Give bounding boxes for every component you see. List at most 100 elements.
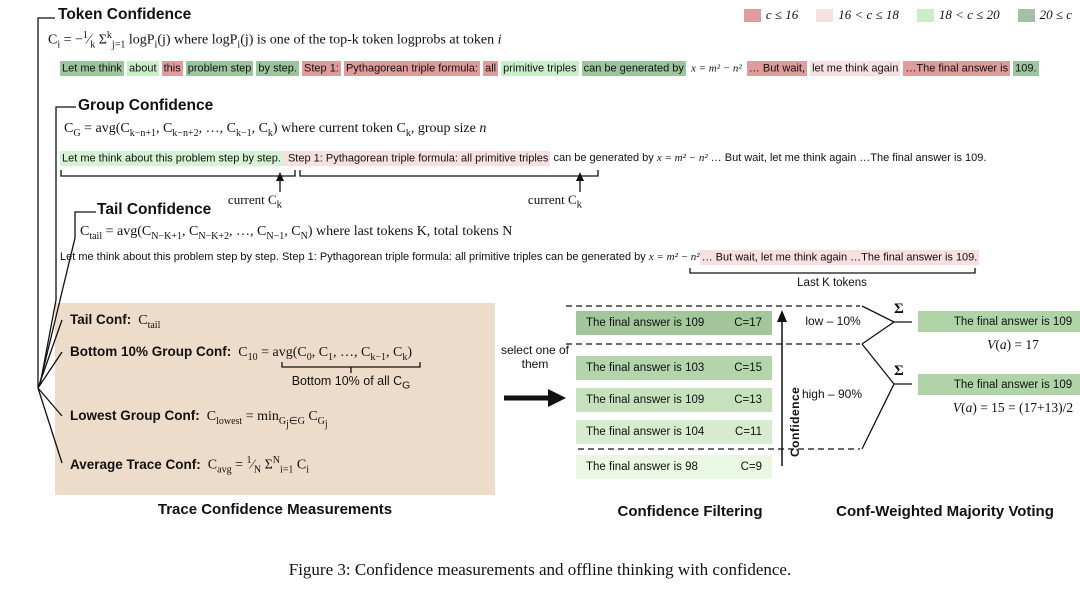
last-k-tokens-label: Last K tokens bbox=[797, 277, 867, 289]
current-token-label: current Ck bbox=[527, 192, 583, 211]
select-arrow-head bbox=[548, 389, 566, 407]
legend-item: 18 < c ≤ 20 bbox=[916, 7, 1000, 23]
vote-result-box: The final answer is 109 bbox=[918, 374, 1080, 395]
high-brace bbox=[861, 343, 912, 450]
legend-item: 16 < c ≤ 18 bbox=[816, 7, 899, 23]
answer-row: The final answer is 109 C=17 bbox=[576, 311, 772, 335]
measure-formula: Cavg = 1⁄N ΣNi=1 Ci bbox=[207, 455, 310, 476]
token-left-bracket bbox=[37, 17, 55, 388]
tail-segment-pink: … But wait, let me think again …The fina… bbox=[699, 249, 980, 265]
answer-row: The final answer is 109 C=13 bbox=[576, 388, 772, 412]
answer-confidence: C=15 bbox=[734, 362, 762, 374]
group-confidence-formula: CG = avg(Ck−n+1, Ck−n+2, …, Ck−1, Ck) wh… bbox=[64, 121, 487, 139]
measure-row-lowest: Lowest Group Conf: Clowest = minGj∈G CGj bbox=[70, 408, 328, 430]
measure-row-bottom10: Bottom 10% Group Conf: C10 = avg(C0, C1,… bbox=[70, 344, 412, 363]
measure-row-tail: Tail Conf: Ctail bbox=[70, 312, 160, 331]
measure-row-average: Average Trace Conf: Cavg = 1⁄N ΣNi=1 Ci bbox=[70, 455, 309, 475]
low-10-label: low – 10% bbox=[805, 314, 861, 328]
answer-text: The final answer is 103 bbox=[586, 362, 705, 374]
token-confidence-example: Let me think about this problem step by … bbox=[60, 60, 1075, 77]
token-confidence-title: Token Confidence bbox=[58, 6, 192, 23]
measure-formula: C10 = avg(C0, C1, …, Ck−1, Ck) bbox=[238, 345, 413, 363]
high-90-label: high – 90% bbox=[801, 387, 863, 401]
tail-confidence-title: Tail Confidence bbox=[97, 201, 212, 218]
token-segment: let me think again bbox=[810, 60, 901, 76]
bottom10-note: Bottom 10% of all CG bbox=[291, 374, 411, 392]
token-segment: 109. bbox=[1013, 60, 1039, 76]
token-segment: Step 1: bbox=[302, 60, 341, 76]
token-segment: …The final answer is bbox=[903, 60, 1011, 76]
tail-underbracket bbox=[689, 268, 976, 274]
vote-result-text: The final answer is 109 bbox=[953, 378, 1073, 391]
sum-symbol: Σ bbox=[894, 301, 904, 317]
answer-confidence: C=11 bbox=[735, 426, 762, 438]
legend-label: 16 < c ≤ 18 bbox=[838, 7, 899, 22]
sum-symbol: Σ bbox=[894, 363, 904, 379]
group-underbracket-1 bbox=[60, 170, 296, 177]
token-segment-math: x = m² − n² bbox=[690, 62, 742, 74]
low-brace bbox=[861, 305, 912, 345]
group-segment-math: x = m² − n² bbox=[656, 152, 708, 164]
token-segment: by step. bbox=[256, 60, 299, 76]
group-segment-plain: … But wait, let me think again …The fina… bbox=[707, 152, 987, 164]
token-segment: about bbox=[126, 60, 159, 76]
answer-confidence: C=17 bbox=[734, 317, 762, 329]
token-segment: can be generated by bbox=[581, 60, 686, 76]
group-segment-green: Let me think about this problem step by … bbox=[60, 150, 283, 166]
group-confidence-title: Group Confidence bbox=[78, 97, 214, 114]
confidence-axis-arrowhead bbox=[777, 310, 787, 322]
group-underbracket-2 bbox=[299, 170, 599, 177]
token-confidence-formula: Ci = −1⁄k Σkj=1 logPi(j) where logPi(j) … bbox=[48, 30, 502, 51]
tail-segment-plain: Let me think about this problem step by … bbox=[60, 251, 649, 263]
token-segment: Let me think bbox=[60, 60, 124, 76]
majority-voting-caption: Conf-Weighted Majority Voting bbox=[836, 503, 1054, 520]
legend-swatch-pink bbox=[816, 8, 834, 22]
trace-measurements-box bbox=[55, 303, 495, 495]
vote-value: V(a) = 17 bbox=[987, 337, 1039, 352]
token-segment: Pythagorean triple formula: bbox=[343, 60, 481, 76]
legend-swatch-red bbox=[743, 8, 761, 22]
tail-confidence-formula: Ctail = avg(CN−K+1, CN−K+2, …, CN−1, CN)… bbox=[80, 224, 513, 242]
token-segment: problem step bbox=[185, 60, 254, 76]
legend-swatch-lightgreen bbox=[916, 8, 934, 22]
legend-swatch-darkgreen bbox=[1017, 8, 1035, 22]
token-segment: primitive triples bbox=[501, 60, 579, 76]
vote-result-box: The final answer is 109 bbox=[918, 311, 1080, 332]
tail-segment-math: x = m² − n² bbox=[648, 251, 700, 263]
answer-confidence: C=13 bbox=[734, 394, 762, 406]
group-arrow-1-head bbox=[276, 172, 284, 181]
figure-caption: Figure 3: Confidence measurements and of… bbox=[288, 560, 792, 579]
group-segment-pink: Step 1: Pythagorean triple formula: all … bbox=[282, 150, 551, 166]
confidence-filtering-caption: Confidence Filtering bbox=[617, 503, 763, 520]
legend-item: c ≤ 16 bbox=[743, 7, 798, 23]
confidence-axis-label: Confidence bbox=[788, 386, 802, 457]
answer-confidence: C=9 bbox=[740, 461, 762, 473]
legend-item: 20 ≤ c bbox=[1017, 7, 1072, 23]
answer-text: The final answer is 98 bbox=[586, 461, 698, 473]
vote-result-text: The final answer is 109 bbox=[953, 315, 1073, 328]
confidence-color-legend: c ≤ 16 16 < c ≤ 18 18 < c ≤ 20 20 ≤ c bbox=[743, 7, 1072, 23]
answer-row: The final answer is 98 C=9 bbox=[576, 455, 772, 479]
measure-formula: Clowest = minGj∈G CGj bbox=[206, 409, 328, 430]
trace-measurements-caption: Trace Confidence Measurements bbox=[157, 501, 393, 518]
measure-formula: Ctail bbox=[138, 313, 161, 331]
legend-label: 20 ≤ c bbox=[1039, 7, 1072, 22]
measure-label: Average Trace Conf: bbox=[70, 456, 201, 472]
tail-confidence-example: Let me think about this problem step by … bbox=[60, 249, 1075, 266]
current-token-label: current Ck bbox=[227, 192, 283, 211]
select-one-label: select one of them bbox=[500, 343, 570, 371]
measure-label: Lowest Group Conf: bbox=[70, 408, 200, 423]
answer-row: The final answer is 104 C=11 bbox=[576, 420, 772, 444]
answer-text: The final answer is 109 bbox=[586, 394, 705, 406]
answer-text: The final answer is 104 bbox=[586, 426, 705, 438]
vote-value: V(a) = 15 = (17+13)/2 bbox=[952, 400, 1074, 415]
token-segment: all bbox=[483, 60, 499, 76]
answer-row: The final answer is 103 C=15 bbox=[576, 356, 772, 380]
token-segment: this bbox=[161, 60, 183, 76]
token-segment: … But wait, bbox=[746, 60, 808, 76]
group-arrow-2-head bbox=[576, 172, 584, 181]
answer-text: The final answer is 109 bbox=[586, 317, 705, 329]
legend-label: 18 < c ≤ 20 bbox=[938, 7, 1000, 22]
group-confidence-example: Let me think about this problem step by … bbox=[60, 150, 1075, 167]
